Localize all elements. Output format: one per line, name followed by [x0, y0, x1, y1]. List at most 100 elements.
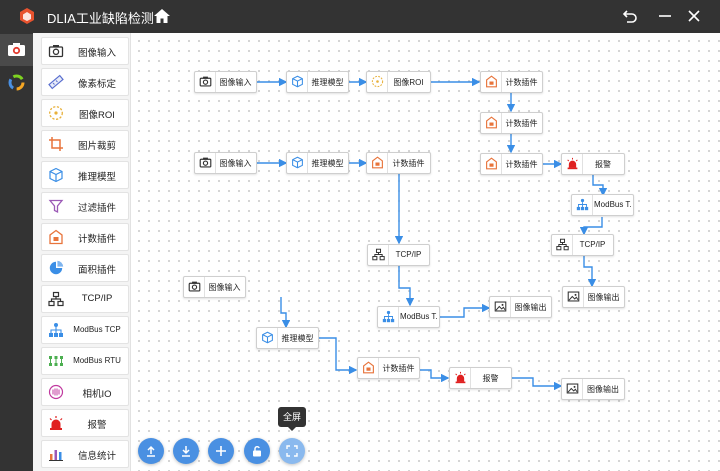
roi-icon [49, 106, 63, 120]
edge [440, 303, 491, 318]
node-label: 计数插件 [382, 364, 415, 373]
node-label: 推理模型 [281, 334, 314, 343]
flow-node-image-output-2[interactable]: 图像输出 [489, 296, 552, 318]
strip-flow-tab[interactable] [0, 66, 33, 98]
download-icon [182, 446, 190, 457]
flow-edges [256, 77, 608, 391]
home-icon[interactable] [153, 7, 171, 25]
close-icon[interactable] [686, 8, 702, 24]
flow-node-image-input[interactable]: 图像输入 [194, 71, 257, 93]
node-label: 计数插件 [505, 119, 538, 128]
palette-item-filter-plugin[interactable]: 过滤插件 [41, 192, 129, 220]
node-label: 计数插件 [505, 160, 538, 169]
flow-node-modbus-tcp-1[interactable]: ModBus T... [571, 194, 634, 216]
flow-node-image-input-2[interactable]: 图像输入 [194, 152, 257, 174]
flow-node-counter-4[interactable]: 计数插件 [366, 152, 431, 174]
palette-label: 计数插件 [77, 234, 116, 245]
flow-node-counter-5[interactable]: 计数插件 [357, 357, 420, 379]
palette-item-pixel-calibration[interactable]: 像素标定 [41, 68, 129, 96]
cube-icon [292, 75, 303, 88]
cube-icon [262, 331, 273, 344]
app-logo [20, 8, 34, 24]
flow-mode-icon [8, 74, 25, 91]
network-icon [556, 238, 569, 251]
counter-icon [363, 361, 374, 374]
edge [398, 266, 415, 307]
palette-label: 过滤插件 [77, 203, 116, 214]
flow-node-inference-model-2[interactable]: 推理模型 [286, 152, 349, 174]
edge [592, 175, 608, 197]
add-button[interactable] [208, 438, 234, 464]
palette-label: 面积插件 [77, 265, 116, 276]
counter-icon [486, 75, 497, 88]
flow-node-counter-1[interactable]: 计数插件 [480, 71, 543, 93]
flow-node-image-input-3[interactable]: 图像输入 [183, 276, 246, 298]
palette-item-modbus-tcp[interactable]: ModBus TCP [41, 316, 129, 344]
counter-icon [486, 157, 497, 170]
node-label: 图像ROI [393, 78, 424, 87]
palette-item-inference-model[interactable]: 推理模型 [41, 161, 129, 189]
counter-icon [486, 116, 497, 129]
palette-label: ModBus RTU [73, 356, 121, 365]
upload-button[interactable] [138, 438, 164, 464]
palette-item-image-crop[interactable]: 图片裁剪 [41, 130, 129, 158]
flow-node-modbus-tcp-2[interactable]: ModBus T... [377, 306, 440, 328]
palette-item-area-plugin[interactable]: 面积插件 [41, 254, 129, 282]
flow-node-alarm-2[interactable]: 报警 [449, 367, 512, 389]
flow-node-image-output-1[interactable]: 图像输出 [562, 286, 625, 308]
minimize-icon[interactable] [657, 8, 673, 24]
camera-icon [199, 76, 212, 87]
modbus-rtu-icon [49, 356, 63, 366]
node-label: 计数插件 [505, 78, 538, 87]
palette-item-info-stats[interactable]: 信息统计 [41, 440, 129, 468]
image-icon [494, 301, 507, 312]
palette-label: 报警 [87, 420, 107, 431]
modbus-tcp-icon [49, 323, 63, 337]
palette-label: 像素标定 [77, 79, 116, 90]
modbus-tcp-icon [382, 310, 395, 323]
fullscreen-icon [286, 445, 298, 457]
palette-item-camera-io[interactable]: 相机IO [41, 378, 129, 406]
palette-label: ModBus TCP [73, 325, 121, 334]
undo-icon[interactable] [622, 8, 638, 24]
node-label: 图像输出 [587, 293, 620, 302]
flow-node-counter-3[interactable]: 计数插件 [480, 153, 543, 175]
flow-node-counter-2[interactable]: 计数插件 [480, 112, 543, 134]
flow-node-image-output-3[interactable]: 图像输出 [561, 378, 625, 400]
flow-node-alarm-1[interactable]: 报警 [561, 153, 625, 175]
palette-label: 推理模型 [77, 172, 116, 183]
palette-label: 图像ROI [79, 110, 115, 121]
flow-node-inference-model[interactable]: 推理模型 [286, 71, 349, 93]
alarm-icon [455, 371, 466, 384]
download-button[interactable] [173, 438, 199, 464]
flow-node-tcp-ip-1[interactable]: TCP/IP [551, 234, 614, 256]
node-label: TCP/IP [579, 240, 606, 249]
app-title: DLIA工业缺陷检测 [47, 11, 154, 26]
network-icon [48, 291, 64, 307]
palette-item-alarm[interactable]: 报警 [41, 409, 129, 437]
flow-node-image-roi[interactable]: 图像ROI [366, 71, 431, 93]
node-label: TCP/IP [395, 250, 422, 259]
edge [419, 369, 450, 383]
strip-camera-tab[interactable] [0, 34, 33, 66]
cube-icon [292, 156, 303, 169]
node-label: 图像输入 [219, 159, 252, 168]
palette-item-tcp-ip[interactable]: TCP/IP [41, 285, 129, 313]
palette-item-image-roi[interactable]: 图像ROI [41, 99, 129, 127]
palette-item-counter-plugin[interactable]: 计数插件 [41, 223, 129, 251]
palette-label: 相机IO [82, 389, 112, 400]
flow-node-tcp-ip-2[interactable]: TCP/IP [367, 244, 430, 266]
palette-item-image-input[interactable]: 图像输入 [41, 37, 129, 65]
flow-node-inference-model-3[interactable]: 推理模型 [256, 327, 319, 349]
palette-item-modbus-rtu[interactable]: ModBus RTU [41, 347, 129, 375]
palette-label: TCP/IP [81, 293, 113, 304]
camera-icon [188, 281, 201, 292]
palette-label: 信息统计 [77, 451, 116, 462]
edge [319, 337, 358, 375]
fullscreen-button[interactable] [279, 438, 305, 464]
roi-icon [371, 75, 384, 88]
node-label: 图像输入 [219, 78, 252, 87]
cube-icon [49, 167, 63, 183]
stats-icon [49, 450, 63, 461]
unlock-button[interactable] [244, 438, 270, 464]
